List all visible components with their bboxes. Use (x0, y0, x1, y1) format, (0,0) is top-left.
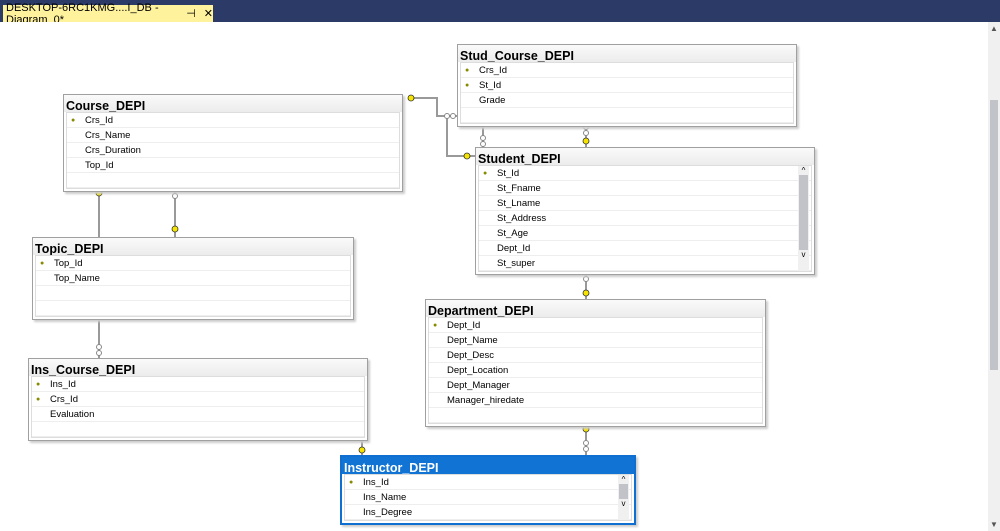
column-row[interactable]: ● St_Id (461, 78, 793, 93)
column-row[interactable]: Dept_Name (429, 333, 762, 348)
column-row[interactable]: Ins_Degree (345, 505, 631, 520)
table-title[interactable]: Ins_Course_DEPI (29, 359, 367, 377)
column-row[interactable]: Evaluation (32, 407, 364, 422)
primary-key-icon: ● (71, 117, 76, 124)
table-title[interactable]: Instructor_DEPI (342, 457, 634, 475)
table-scrollbar[interactable]: ^v (798, 166, 809, 271)
empty-row[interactable] (36, 286, 350, 301)
table-title[interactable]: Student_DEPI (476, 148, 814, 166)
column-name: Manager_hiredate (447, 395, 525, 406)
column-row[interactable]: ● St_Id (479, 166, 811, 181)
column-name: Crs_Id (479, 65, 507, 76)
column-row[interactable]: Dept_Manager (429, 378, 762, 393)
pin-icon[interactable]: ⊣ (186, 8, 196, 20)
column-row[interactable]: St_Address (479, 211, 811, 226)
table-title[interactable]: Course_DEPI (64, 95, 402, 113)
table-title[interactable]: Stud_Course_DEPI (458, 45, 796, 63)
table-scrollbar[interactable]: ^v (618, 475, 629, 520)
column-row[interactable]: Dept_Desc (429, 348, 762, 363)
column-name: Crs_Id (50, 394, 78, 405)
column-name: St_Id (479, 80, 502, 91)
primary-key-icon: ● (465, 67, 470, 74)
column-name: Evaluation (50, 409, 95, 420)
column-row[interactable]: ● Crs_Id (67, 113, 399, 128)
column-name: Dept_Id (497, 243, 531, 254)
column-row[interactable]: Dept_Id (479, 241, 811, 256)
column-name: Crs_Id (85, 115, 113, 126)
primary-key-icon: ● (36, 381, 41, 388)
column-row[interactable]: Manager_hiredate (429, 393, 762, 408)
column-name: Top_Name (54, 273, 100, 284)
primary-key-icon: ● (465, 82, 470, 89)
column-name: Dept_Manager (447, 380, 510, 391)
column-name: Dept_Desc (447, 350, 494, 361)
primary-key-icon: ● (40, 260, 45, 267)
empty-row[interactable] (67, 173, 399, 188)
column-row[interactable]: ● Crs_Id (32, 392, 364, 407)
column-row[interactable]: St_super (479, 256, 811, 271)
close-icon[interactable]: ✕ (203, 8, 213, 20)
table-title[interactable]: Department_DEPI (426, 300, 765, 318)
column-name: Ins_Id (50, 379, 76, 390)
empty-row[interactable] (461, 108, 793, 123)
column-row[interactable]: Grade (461, 93, 793, 108)
column-name: St_Id (497, 168, 520, 179)
column-name: Top_Id (54, 258, 83, 269)
column-row[interactable]: St_Age (479, 226, 811, 241)
column-row[interactable]: Top_Name (36, 271, 350, 286)
empty-row[interactable] (32, 422, 364, 437)
column-name: St_Age (497, 228, 529, 239)
table-title[interactable]: Topic_DEPI (33, 238, 353, 256)
column-name: Top_Id (85, 160, 114, 171)
primary-key-icon: ● (36, 396, 41, 403)
column-row[interactable]: St_Lname (479, 196, 811, 211)
empty-row[interactable] (36, 301, 350, 316)
column-name: Dept_Name (447, 335, 498, 346)
primary-key-icon: ● (349, 479, 354, 486)
primary-key-icon: ● (433, 322, 438, 329)
column-name: St_Fname (497, 183, 541, 194)
column-name: Ins_Degree (363, 507, 413, 518)
column-name: Crs_Duration (85, 145, 141, 156)
column-row[interactable]: ● Dept_Id (429, 318, 762, 333)
column-name: St_Lname (497, 198, 541, 209)
primary-key-icon: ● (483, 170, 488, 177)
column-row[interactable]: ● Ins_Id (345, 475, 631, 490)
column-row[interactable]: Crs_Name (67, 128, 399, 143)
column-name: St_super (497, 258, 536, 269)
column-row[interactable]: Dept_Location (429, 363, 762, 378)
tab-diagram[interactable]: DESKTOP-6RC1KMG....I_DB - Diagram_0* ⊣ ✕ (3, 2, 213, 26)
column-row[interactable]: ● Top_Id (36, 256, 350, 271)
column-name: St_Address (497, 213, 547, 224)
column-row[interactable]: Ins_Name (345, 490, 631, 505)
column-row[interactable]: ● Ins_Id (32, 377, 364, 392)
column-row[interactable]: St_Fname (479, 181, 811, 196)
column-name: Dept_Id (447, 320, 481, 331)
vertical-scrollbar[interactable]: ▲▼ (988, 22, 1000, 531)
column-row[interactable]: ● Crs_Id (461, 63, 793, 78)
column-name: Dept_Location (447, 365, 509, 376)
empty-row[interactable] (429, 408, 762, 423)
column-name: Ins_Id (363, 477, 389, 488)
column-name: Crs_Name (85, 130, 131, 141)
title-bar (0, 0, 1000, 22)
column-name: Grade (479, 95, 506, 106)
column-row[interactable]: Crs_Duration (67, 143, 399, 158)
column-row[interactable]: Top_Id (67, 158, 399, 173)
column-name: Ins_Name (363, 492, 407, 503)
